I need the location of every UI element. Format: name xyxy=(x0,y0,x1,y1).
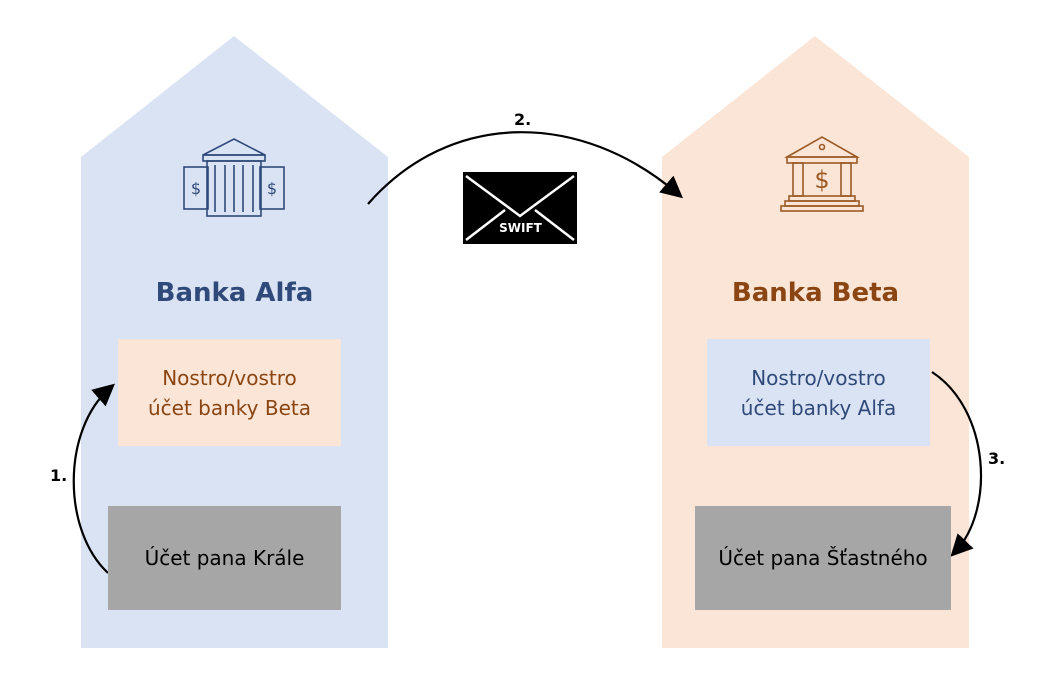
bank-beta-icon: $ xyxy=(780,136,864,212)
envelope-icon xyxy=(463,172,577,244)
step-3-label: 3. xyxy=(988,449,1006,468)
swift-label: SWIFT xyxy=(499,221,542,235)
bank-alfa-icon: $ $ xyxy=(183,138,285,217)
arrow-step-2 xyxy=(367,131,684,205)
svg-text:$: $ xyxy=(191,179,201,198)
bank-beta-title: Banka Beta xyxy=(731,278,900,308)
step-1-label: 1. xyxy=(50,466,68,485)
svg-text:$: $ xyxy=(267,179,277,198)
beta-nostro-box: Nostro/vostro účet banky Alfa xyxy=(707,339,930,446)
alfa-client-account-box: Účet pana Krále xyxy=(108,506,341,610)
step-2-label: 2. xyxy=(514,110,532,129)
arrow-step-3 xyxy=(931,371,983,557)
bank-alfa-title: Banka Alfa xyxy=(155,278,314,308)
beta-client-account-box: Účet pana Šťastného xyxy=(695,506,951,610)
svg-text:$: $ xyxy=(814,166,829,194)
alfa-nostro-box: Nostro/vostro účet banky Beta xyxy=(118,339,341,446)
arrow-step-1 xyxy=(72,383,115,574)
